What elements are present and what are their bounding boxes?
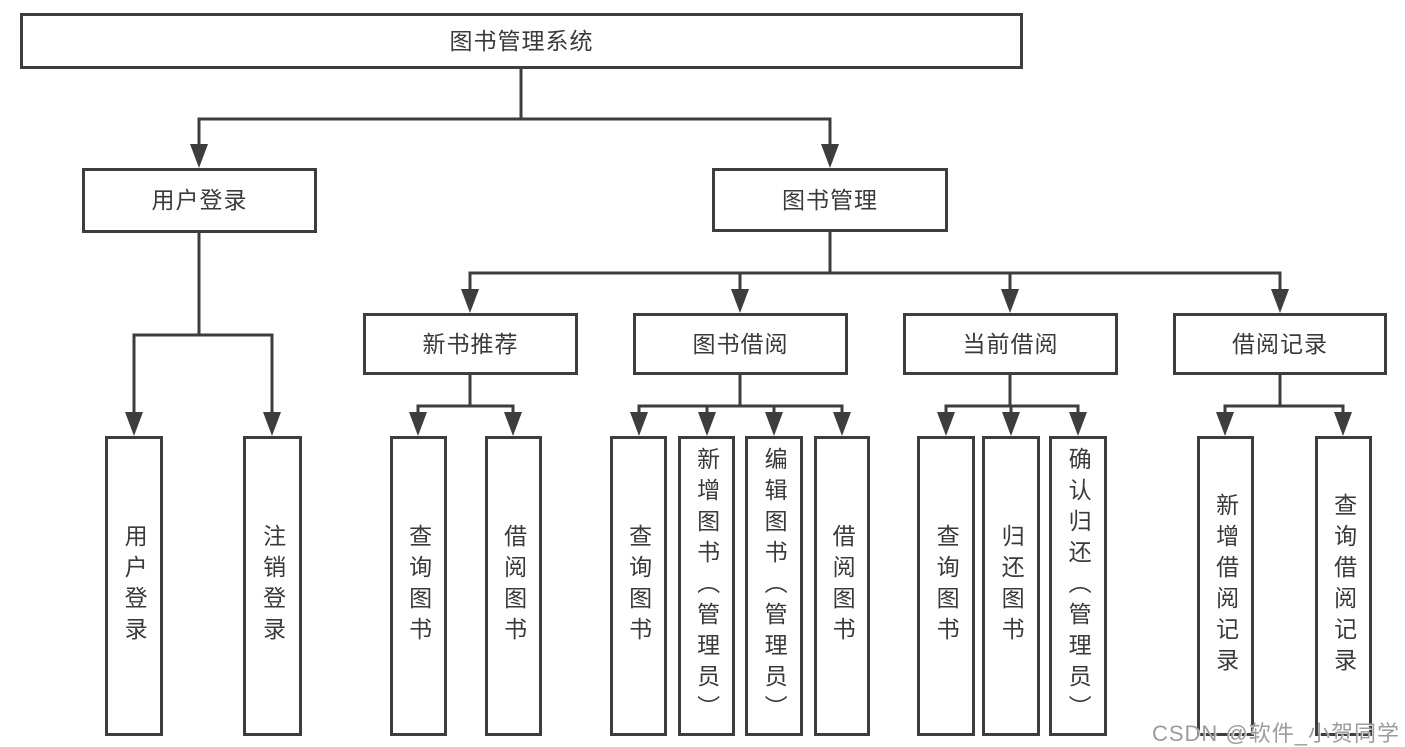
arrowhead xyxy=(765,412,783,436)
leaf-user-login: 用户登录 xyxy=(105,436,163,736)
leaf-record-add-borrow-record-label: 新增借阅记录 xyxy=(1212,493,1239,679)
leaf-current-return-book-label: 归还图书 xyxy=(998,524,1025,648)
leaf-borrow-edit-book-admin-label: 编辑图书（管理员） xyxy=(761,446,788,726)
leaf-user-login-label: 用户登录 xyxy=(121,524,148,648)
arrowhead xyxy=(1002,412,1020,436)
connector-user-login-children xyxy=(125,232,281,436)
connector-book-mgmt-children xyxy=(461,231,1289,313)
arrowhead xyxy=(190,144,208,168)
arrowhead xyxy=(504,412,522,436)
leaf-logout: 注销登录 xyxy=(243,436,302,736)
leaf-current-confirm-return-admin: 确认归还（管理员） xyxy=(1049,436,1107,736)
arrowhead xyxy=(821,144,839,168)
connector-new-book-rec-children xyxy=(409,374,522,436)
leaf-record-add-borrow-record: 新增借阅记录 xyxy=(1197,436,1254,736)
arrowhead xyxy=(1001,289,1019,313)
leaf-recommend-borrow-book: 借阅图书 xyxy=(485,436,542,736)
arrowhead xyxy=(125,412,143,436)
leaf-recommend-borrow-book-label: 借阅图书 xyxy=(500,524,527,648)
leaf-borrow-edit-book-admin: 编辑图书（管理员） xyxy=(745,436,803,736)
leaf-current-confirm-return-admin-label: 确认归还（管理员） xyxy=(1065,446,1092,726)
leaf-borrow-query-book-label: 查询图书 xyxy=(625,524,652,648)
node-borrow-record: 借阅记录 xyxy=(1173,313,1387,375)
leaf-borrow-add-book-admin: 新增图书（管理员） xyxy=(678,436,735,736)
arrowhead xyxy=(409,412,427,436)
leaf-current-query-book-label: 查询图书 xyxy=(933,524,960,648)
arrowhead xyxy=(937,412,955,436)
arrowhead xyxy=(833,412,851,436)
watermark: CSDN @软件_小贺同学 xyxy=(1151,721,1400,746)
leaf-borrow-query-book: 查询图书 xyxy=(610,436,667,736)
leaf-recommend-query-book-label: 查询图书 xyxy=(405,524,432,648)
node-user-login: 用户登录 xyxy=(82,168,317,233)
arrowhead xyxy=(731,289,749,313)
arrowhead xyxy=(1069,412,1087,436)
connector-root-to-level2 xyxy=(190,68,839,168)
leaf-current-return-book: 归还图书 xyxy=(982,436,1040,736)
arrowhead xyxy=(461,289,479,313)
node-book-management: 图书管理 xyxy=(712,168,948,232)
leaf-borrow-borrow-book-label: 借阅图书 xyxy=(829,524,856,648)
node-new-book-recommend: 新书推荐 xyxy=(363,313,578,375)
leaf-current-query-book: 查询图书 xyxy=(917,436,975,736)
leaf-borrow-borrow-book: 借阅图书 xyxy=(814,436,870,736)
node-library-system: 图书管理系统 xyxy=(20,13,1023,69)
leaf-logout-label: 注销登录 xyxy=(259,524,286,648)
arrowhead xyxy=(263,412,281,436)
leaf-record-query-borrow-record-label: 查询借阅记录 xyxy=(1330,493,1357,679)
arrowhead xyxy=(630,412,648,436)
node-current-borrow: 当前借阅 xyxy=(903,313,1118,375)
arrowhead xyxy=(1271,289,1289,313)
connector-borrow-record-children xyxy=(1216,374,1352,436)
connector-current-borrow-children xyxy=(937,374,1087,436)
leaf-borrow-add-book-admin-label: 新增图书（管理员） xyxy=(693,446,720,726)
node-book-borrow: 图书借阅 xyxy=(633,313,848,375)
connector-book-borrow-children xyxy=(630,374,851,436)
arrowhead xyxy=(1334,412,1352,436)
leaf-recommend-query-book: 查询图书 xyxy=(390,436,447,736)
arrowhead xyxy=(698,412,716,436)
leaf-record-query-borrow-record: 查询借阅记录 xyxy=(1315,436,1372,736)
arrowhead xyxy=(1216,412,1234,436)
